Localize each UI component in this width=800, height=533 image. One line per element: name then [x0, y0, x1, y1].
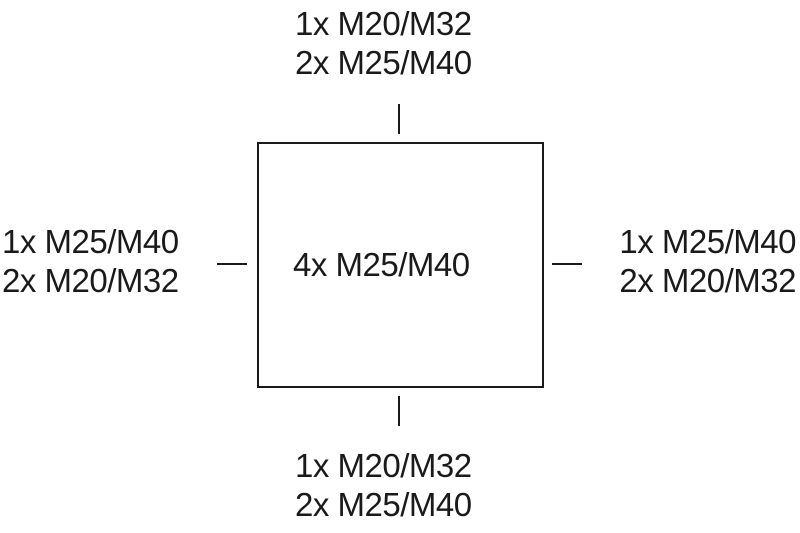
left-side-marker [217, 263, 247, 265]
top-side-marker [398, 104, 400, 134]
right-side-line-1: 1x M25/M40 [619, 223, 796, 260]
center-label: 4x M25/M40 [293, 245, 470, 284]
bottom-side-label: 1x M20/M32 2x M25/M40 [295, 446, 472, 524]
bottom-side-marker [398, 396, 400, 426]
left-side-line-1: 1x M25/M40 [2, 223, 179, 260]
right-side-marker [552, 263, 582, 265]
left-side-line-2: 2x M20/M32 [2, 262, 179, 299]
enclosure-box [257, 142, 544, 388]
top-side-line-1: 1x M20/M32 [295, 5, 472, 42]
left-side-label: 1x M25/M40 2x M20/M32 [2, 222, 179, 300]
top-side-label: 1x M20/M32 2x M25/M40 [295, 4, 472, 82]
bottom-side-line-2: 2x M25/M40 [295, 486, 472, 523]
right-side-line-2: 2x M20/M32 [619, 262, 796, 299]
center-line: 4x M25/M40 [293, 246, 470, 283]
top-side-line-2: 2x M25/M40 [295, 44, 472, 81]
bottom-side-line-1: 1x M20/M32 [295, 447, 472, 484]
right-side-label: 1x M25/M40 2x M20/M32 [619, 222, 796, 300]
